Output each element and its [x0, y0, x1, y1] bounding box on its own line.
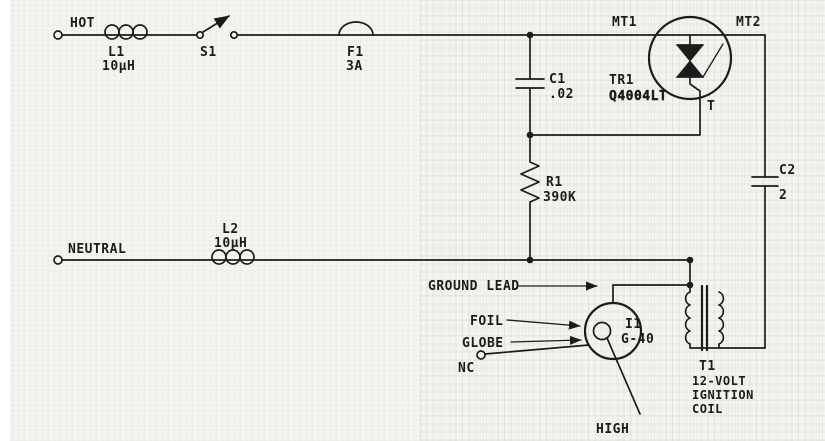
l1-inductor: L1 10µH: [102, 24, 148, 74]
high-label: HIGH: [596, 422, 629, 437]
tr1-lower-triangle: [675, 60, 705, 78]
nc-terminal: [476, 350, 486, 360]
t1-desc-line3: COIL: [692, 402, 723, 416]
c1-ref-label: C1: [549, 72, 566, 87]
f1-ref-label: F1: [347, 45, 364, 60]
s1-ref-label: S1: [200, 45, 217, 60]
tr1-ref-label: TR1: [609, 73, 634, 88]
t1-ignition-coil: T1 12-VOLT IGNITION COIL: [684, 259, 766, 416]
c1-capacitor: C1 .02: [515, 34, 574, 136]
hot-rail: HOT: [53, 16, 766, 40]
r1-ref-label: R1: [546, 175, 563, 190]
tr1-body-circle: [647, 15, 733, 101]
i1-ref-label: I1: [625, 317, 642, 332]
nc-terminal-group: NC: [458, 344, 590, 376]
tr1-part-label: Q4004LT: [609, 89, 667, 104]
t1-desc-line1: 12-VOLT: [692, 374, 746, 388]
tr1-upper-triangle: [675, 44, 705, 62]
hot-label: HOT: [70, 16, 95, 31]
tr1-mt1-label: MT1: [612, 15, 637, 30]
globe-high-lead: [606, 337, 641, 415]
junction-dots: [526, 31, 694, 289]
t1-primary-winding: [684, 291, 691, 345]
page-left-margin: [0, 0, 10, 441]
ground-lead-label: GROUND LEAD: [428, 279, 520, 294]
i1-globe: I1 G-40: [583, 284, 654, 415]
globe-arrow: [510, 335, 582, 345]
l1-ref-label: L1: [108, 45, 125, 60]
nc-label: NC: [458, 361, 475, 376]
t1-desc-line2: IGNITION: [692, 388, 754, 402]
tr1-triac: MT1 MT2 T TR1 Q4004LT: [529, 15, 761, 136]
s1-contact-left: [195, 30, 205, 40]
r1-value-label: 390K: [543, 190, 576, 205]
i1-value-label: G-40: [621, 332, 654, 347]
c2-capacitor: C2 2: [751, 34, 796, 349]
globe-label: GLOBE: [462, 336, 504, 351]
tr1-gate-wire: [529, 76, 701, 136]
hot-terminal: [53, 30, 63, 40]
f1-fuse: F1 3A: [338, 21, 374, 74]
neutral-label: NEUTRAL: [68, 242, 126, 257]
tr1-gate-label: T: [707, 99, 715, 114]
c2-value-label: 2: [779, 188, 787, 203]
neutral-rail: NEUTRAL: [53, 242, 691, 265]
l2-value-label: 10µH: [214, 236, 247, 251]
l2-ref-label: L2: [222, 222, 239, 237]
foil-arrow: [506, 319, 581, 330]
neutral-terminal: [53, 255, 63, 265]
t1-secondary-winding: [718, 291, 725, 345]
l2-inductor: L2 10µH: [211, 222, 255, 265]
s1-blade: [202, 15, 230, 33]
s1-switch: S1: [195, 15, 239, 60]
foil-label: FOIL: [470, 314, 503, 329]
r1-resistor: R1 390K: [520, 134, 576, 261]
c2-ref-label: C2: [779, 163, 796, 178]
c1-value-label: .02: [549, 87, 574, 102]
f1-value-label: 3A: [346, 59, 363, 74]
l1-value-label: 10µH: [102, 59, 135, 74]
s1-contact-right: [229, 30, 239, 40]
globe-center-electrode: [592, 321, 612, 341]
tr1-mt2-label: MT2: [736, 15, 761, 30]
annotation-callouts: GROUND LEAD FOIL GLOBE HIGH: [428, 279, 629, 437]
t1-ref-label: T1: [699, 359, 716, 374]
